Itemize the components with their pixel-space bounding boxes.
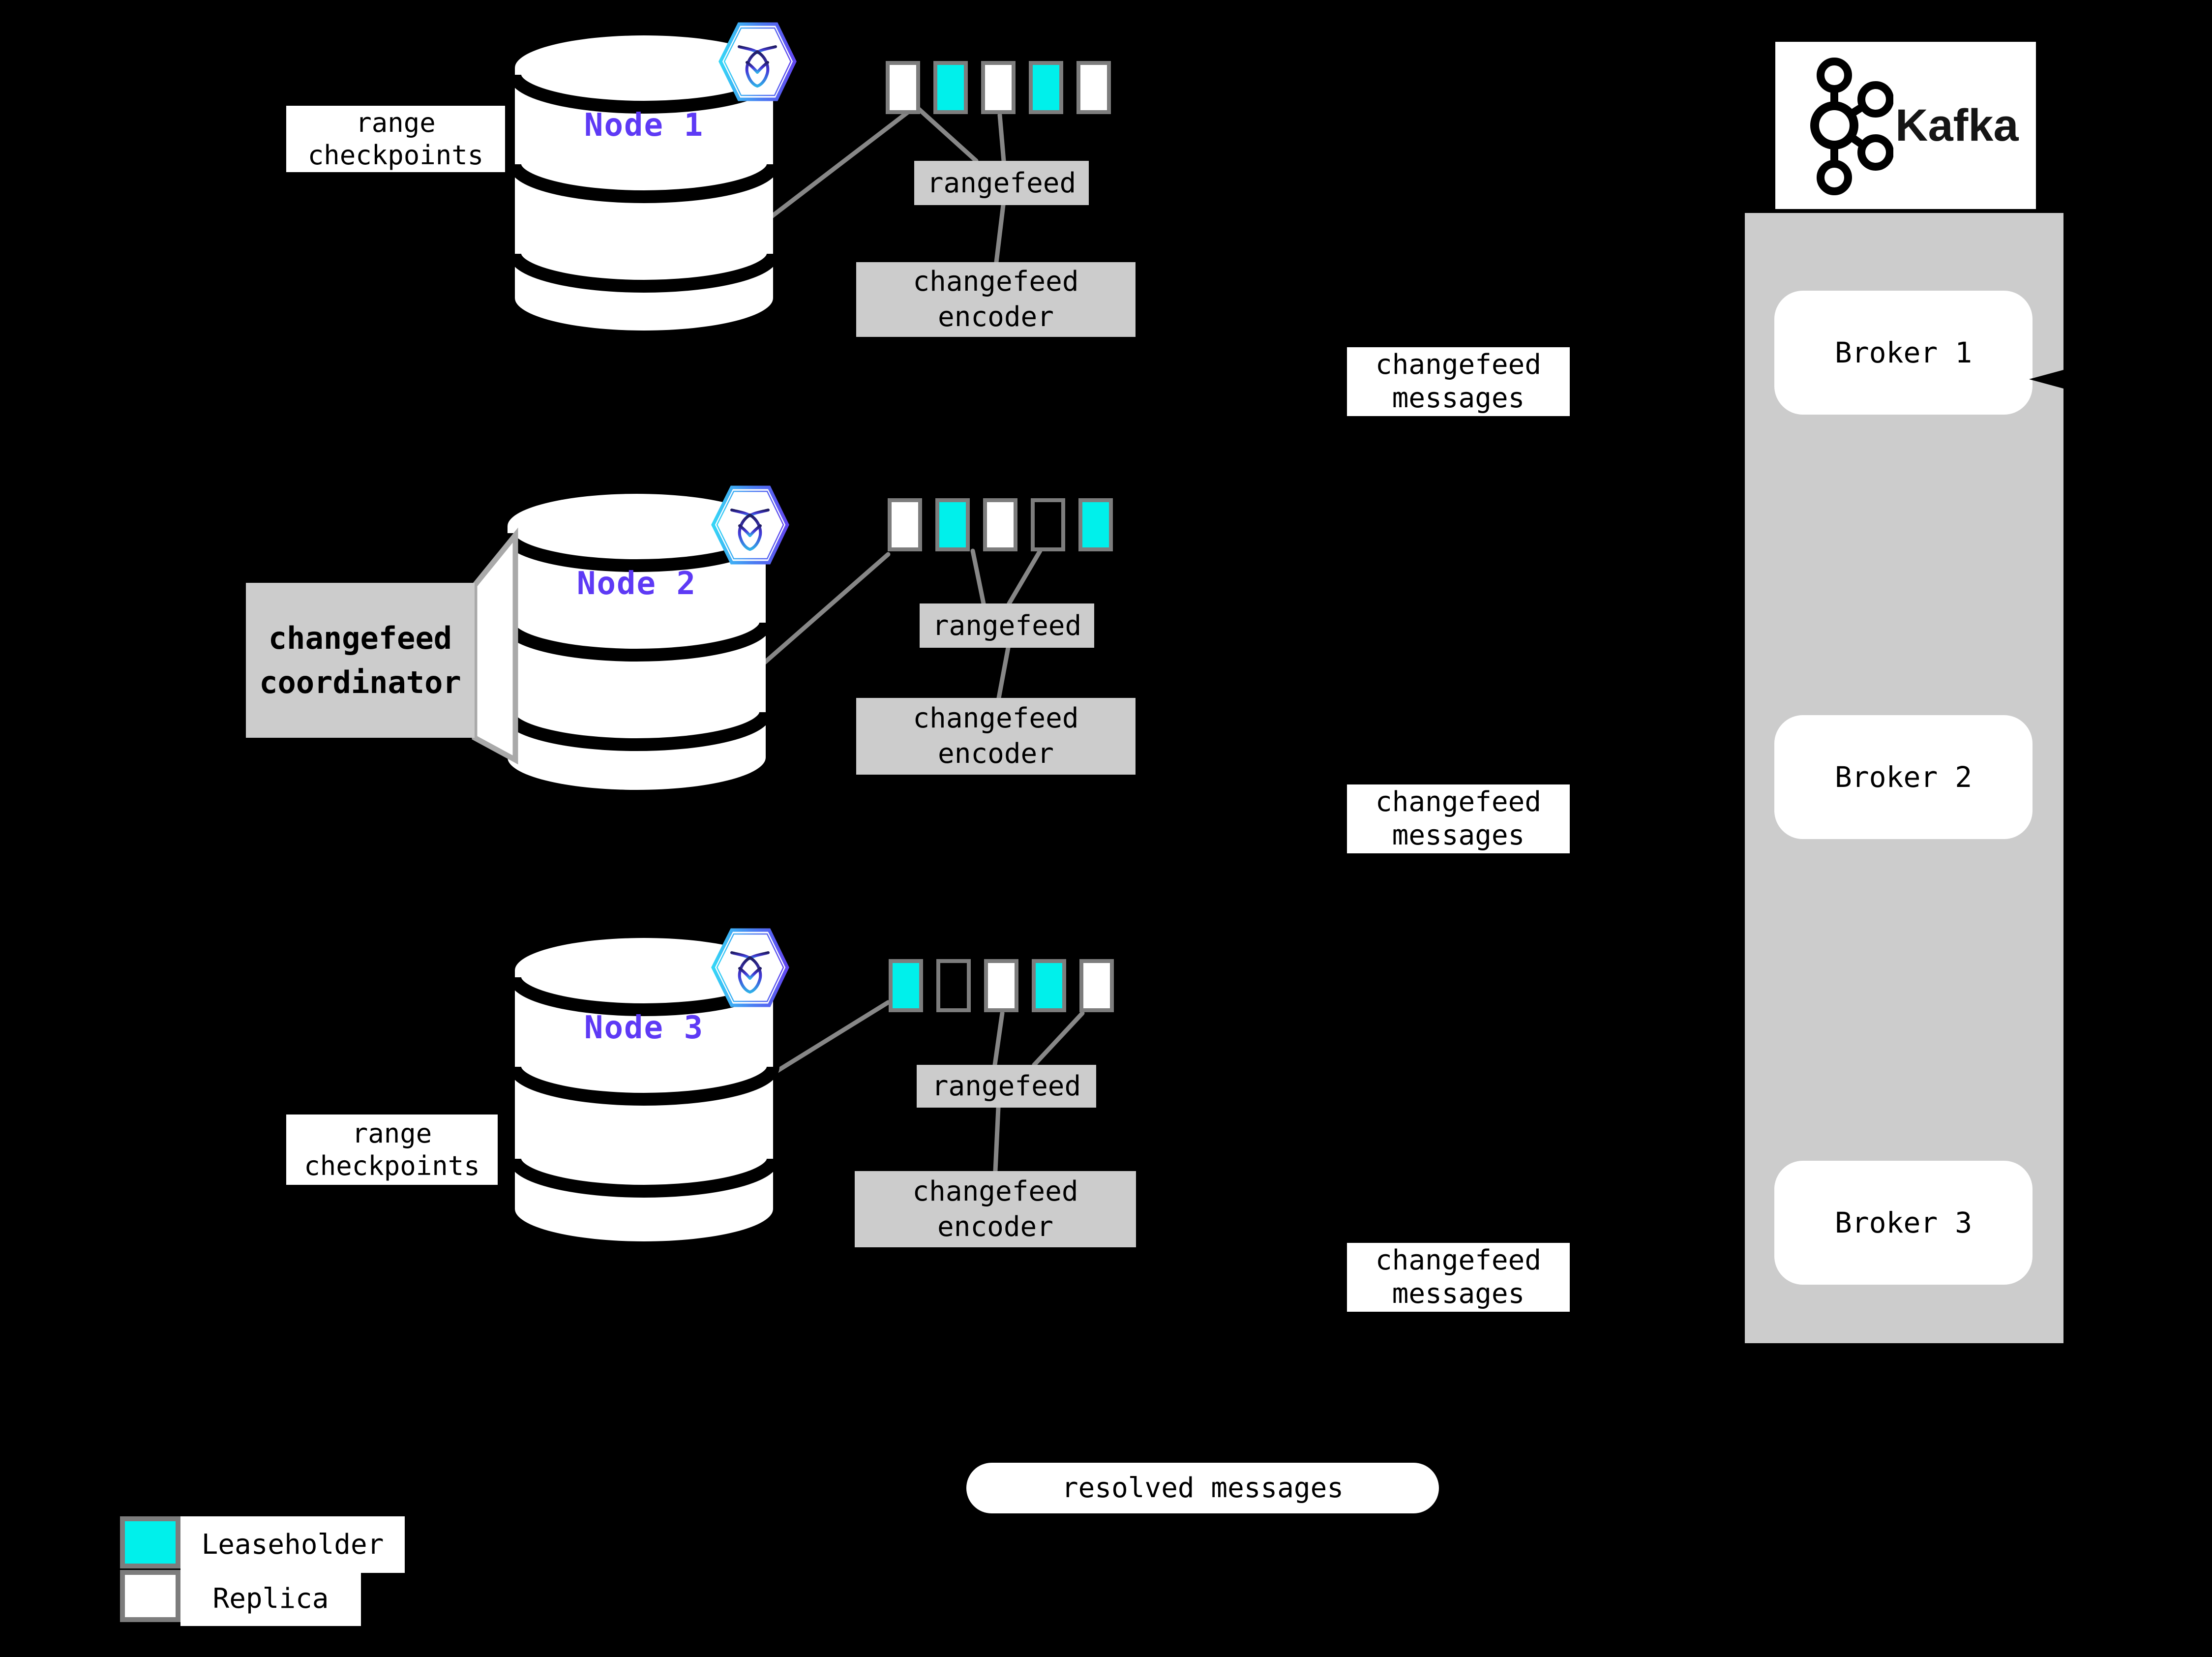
broker-1: Broker 1 [1774, 291, 2033, 415]
node3-range-checkpoints-label: range checkpoints [286, 1115, 498, 1185]
node1-rangefeed-box: rangefeed [914, 161, 1089, 205]
node2-database-cylinder [501, 494, 772, 790]
range-empty [936, 959, 971, 1012]
node2-rangefeed-box: rangefeed [920, 603, 1094, 648]
changefeed-messages-label-2: changefeed messages [1347, 784, 1570, 853]
resolved-messages-pill: resolved messages [966, 1463, 1439, 1513]
range-replica [1076, 61, 1111, 114]
changefeed-messages-label-3: changefeed messages [1347, 1243, 1570, 1312]
message-arrowhead [2029, 370, 2063, 389]
node2-label: Node 2 [576, 566, 697, 602]
node1-range-row [886, 61, 1111, 114]
cockroachdb-logo-icon [718, 22, 797, 101]
range-leaseholder [889, 959, 923, 1012]
kafka-logo-box: Kafka [1775, 42, 2036, 209]
range-empty [1031, 498, 1065, 551]
range-replica [981, 61, 1016, 114]
range-leaseholder [1078, 498, 1113, 551]
kafka-logo-icon [1810, 58, 1893, 195]
cockroachdb-logo-icon [711, 485, 789, 565]
range-replica [984, 959, 1018, 1012]
range-leaseholder [1029, 61, 1063, 114]
legend-replica-swatch [120, 1570, 180, 1622]
kafka-brand-label: Kafka [1895, 100, 2019, 151]
range-replica [1079, 959, 1114, 1012]
range-replica [983, 498, 1017, 551]
range-leaseholder [933, 61, 968, 114]
changefeed-coordinator-box: changefeed coordinator [246, 583, 475, 738]
node2-changefeed-encoder-box: changefeed encoder [856, 698, 1136, 775]
range-leaseholder [935, 498, 970, 551]
node3-rangefeed-box: rangefeed [917, 1065, 1096, 1108]
legend-replica-label: Replica [180, 1571, 361, 1626]
broker-2: Broker 2 [1774, 715, 2033, 839]
node2-range-row [888, 498, 1113, 551]
node1-database-cylinder [508, 35, 779, 331]
changefeed-messages-label-1: changefeed messages [1347, 347, 1570, 416]
range-leaseholder [1032, 959, 1066, 1012]
cockroachdb-logo-icon [711, 928, 789, 1007]
legend-leaseholder-label: Leaseholder [180, 1516, 405, 1573]
node3-database-cylinder [508, 938, 779, 1241]
node1-label: Node 1 [584, 107, 704, 144]
node1-changefeed-encoder-box: changefeed encoder [856, 262, 1136, 337]
node1-range-checkpoints-label: range checkpoints [286, 106, 505, 172]
node3-label: Node 3 [584, 1010, 704, 1046]
range-replica [888, 498, 922, 551]
broker-3: Broker 3 [1774, 1161, 2033, 1285]
node3-range-row [889, 959, 1114, 1012]
node3-changefeed-encoder-box: changefeed encoder [855, 1171, 1136, 1247]
range-replica [886, 61, 920, 114]
legend-leaseholder-swatch [120, 1516, 180, 1568]
